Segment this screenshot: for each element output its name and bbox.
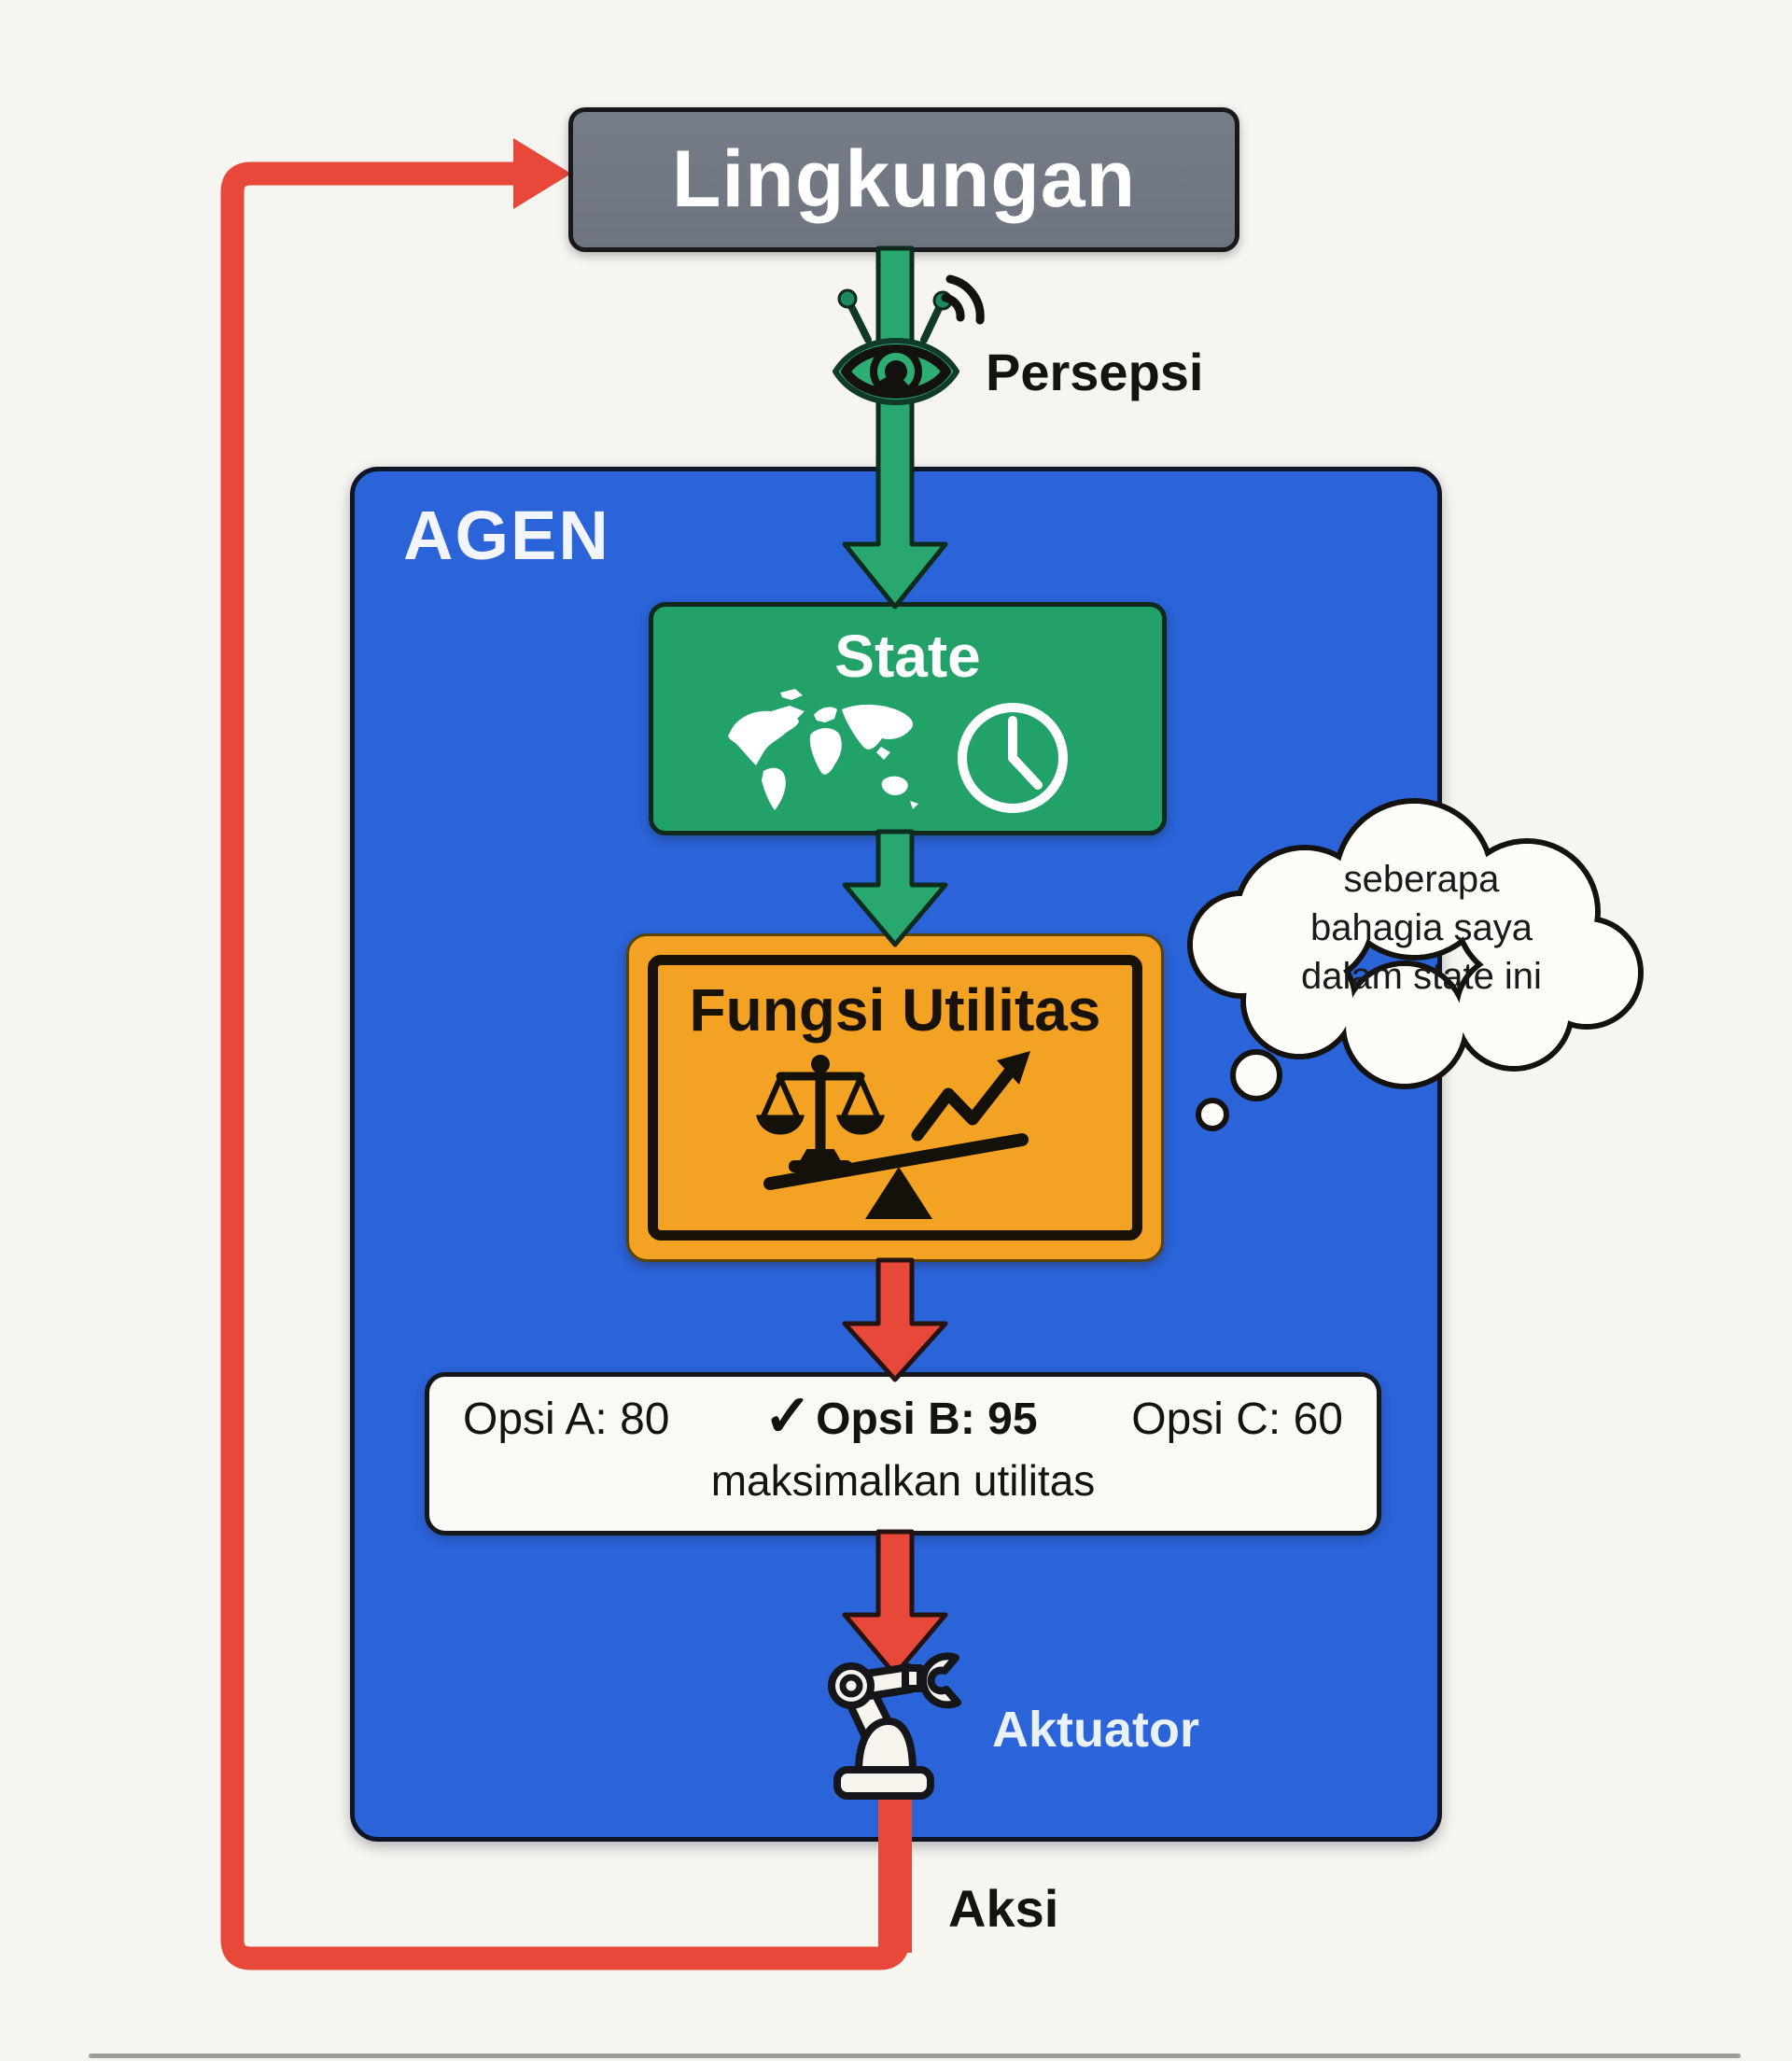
option-a: Opsi A: 80 <box>463 1394 670 1444</box>
thought-line-2: bahagia saya <box>1310 907 1533 948</box>
option-b-label: Opsi B: 95 <box>816 1394 1038 1444</box>
utility-function-label: Fungsi Utilitas <box>689 976 1101 1044</box>
action-label: Aksi <box>948 1879 1059 1938</box>
agent-label: AGEN <box>403 497 610 574</box>
wifi-signal-icon <box>941 274 985 325</box>
feedback-loop-arrowhead <box>513 138 571 209</box>
utility-function-box: Fungsi Utilitas <box>626 933 1164 1262</box>
thought-bubble-text: seberapa bahagia saya dalam state ini <box>1235 855 1608 1001</box>
options-caption: maksimalkan utilitas <box>710 1456 1096 1505</box>
state-box: State <box>649 602 1167 835</box>
thought-line-3: dalam state ini <box>1301 956 1542 997</box>
option-c: Opsi C: 60 <box>1131 1394 1343 1444</box>
environment-label: Lingkungan <box>671 134 1137 224</box>
bottom-edge-artifact <box>89 2054 1741 2058</box>
eye-sensor-icon <box>833 274 985 405</box>
state-label: State <box>834 623 981 690</box>
check-icon: ✓ <box>763 1384 813 1449</box>
environment-box: Lingkungan <box>568 107 1239 252</box>
option-b-selected: ✓ Opsi B: 95 <box>763 1384 1038 1449</box>
options-row: Opsi A: 80 ✓ Opsi B: 95 Opsi C: 60 <box>429 1377 1377 1448</box>
thought-line-1: seberapa <box>1343 859 1500 900</box>
actuator-label: Aktuator <box>992 1702 1200 1758</box>
perception-label: Persepsi <box>986 343 1204 401</box>
options-panel: Opsi A: 80 ✓ Opsi B: 95 Opsi C: 60 maksi… <box>425 1372 1381 1535</box>
